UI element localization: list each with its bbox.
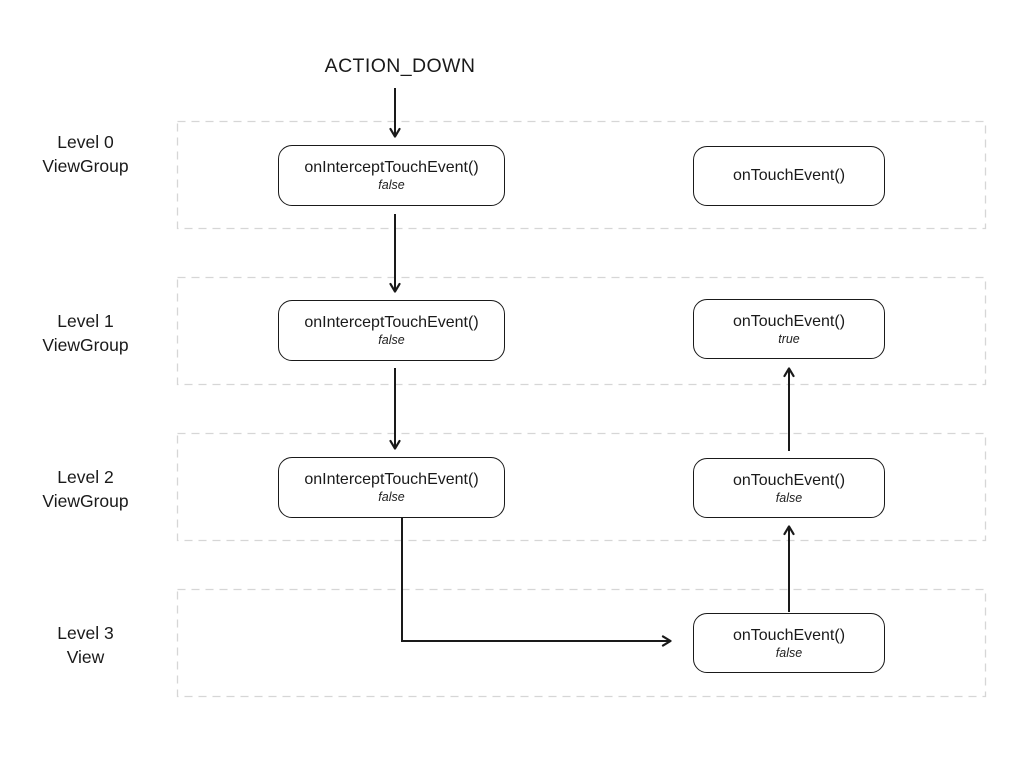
level-3-label-line2: View (66, 647, 105, 667)
level-3-label-line1: Level 3 (57, 623, 114, 643)
node-on-touch-event-level2: onTouchEvent() false (693, 458, 885, 518)
level-row-3 (176, 588, 987, 698)
node-title: onInterceptTouchEvent() (304, 471, 479, 488)
level-row-0 (176, 120, 987, 230)
level-1-label-line1: Level 1 (57, 311, 114, 331)
node-title: onInterceptTouchEvent() (304, 314, 479, 331)
level-0-label-line2: ViewGroup (42, 156, 129, 176)
level-row-1 (176, 276, 987, 386)
node-title: onTouchEvent() (732, 312, 846, 330)
node-on-touch-event-level0: onTouchEvent() (693, 146, 885, 206)
node-title: onTouchEvent() (732, 626, 846, 644)
node-intercept-touch-event-level0: onInterceptTouchEvent() false (278, 145, 505, 206)
level-1-label-line2: ViewGroup (42, 335, 129, 355)
page-title: ACTION_DOWN (324, 55, 476, 77)
arrow-intercept2-to-touch3-elbow (401, 518, 672, 647)
node-return-value: false (775, 645, 803, 660)
node-return-value: true (778, 331, 800, 346)
node-title: onTouchEvent() (732, 167, 846, 184)
node-on-touch-event-level1: onTouchEvent() true (693, 299, 885, 359)
level-3-label: Level 3 View (8, 621, 163, 669)
node-title: onInterceptTouchEvent() (304, 159, 479, 176)
node-intercept-touch-event-level2: onInterceptTouchEvent() false (278, 457, 505, 518)
level-1-label: Level 1 ViewGroup (8, 309, 163, 357)
node-intercept-touch-event-level1: onInterceptTouchEvent() false (278, 300, 505, 361)
level-0-label: Level 0 ViewGroup (8, 130, 163, 178)
node-title: onTouchEvent() (732, 471, 846, 489)
node-return-value: false (378, 178, 405, 192)
node-return-value: false (775, 490, 803, 505)
node-return-value: false (378, 333, 405, 347)
level-row-2 (176, 432, 987, 542)
node-on-touch-event-level3: onTouchEvent() false (693, 613, 885, 673)
level-2-label-line1: Level 2 (57, 467, 114, 487)
level-2-label-line2: ViewGroup (42, 491, 129, 511)
level-2-label: Level 2 ViewGroup (8, 465, 163, 513)
node-return-value: false (378, 490, 405, 504)
level-0-label-line1: Level 0 (57, 132, 114, 152)
